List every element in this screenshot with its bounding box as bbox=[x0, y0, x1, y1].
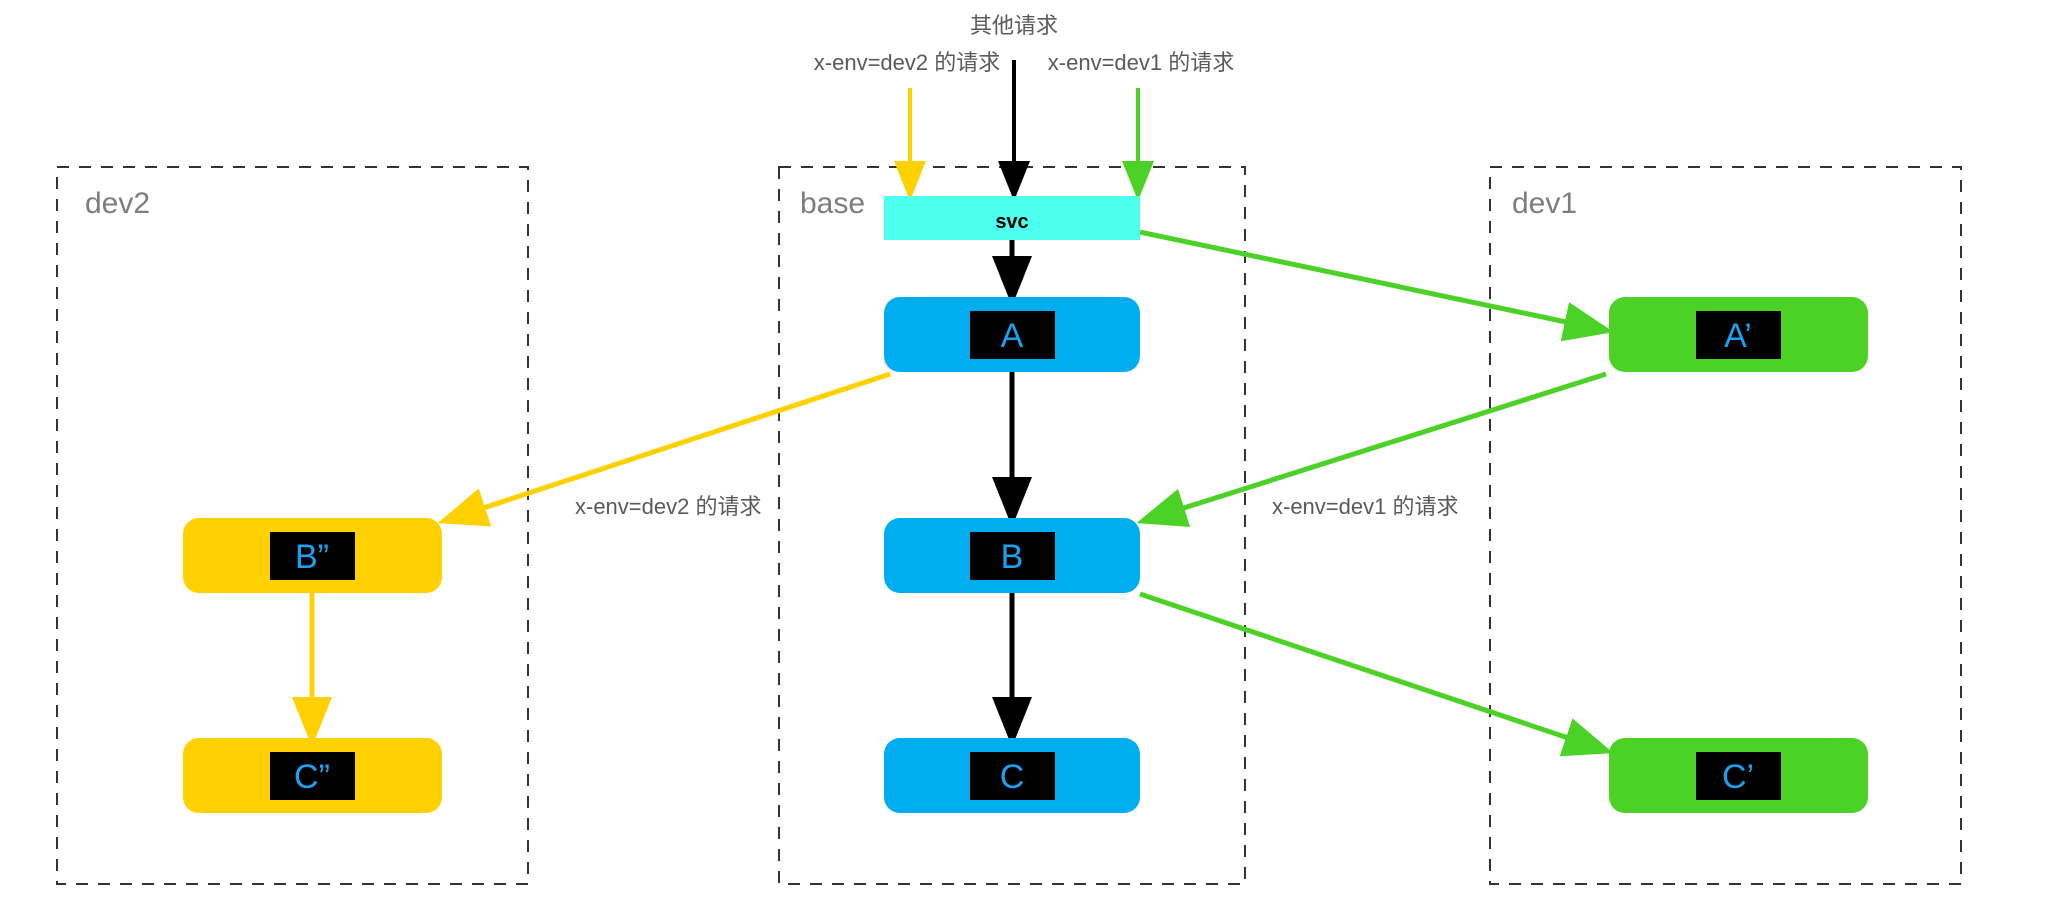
node-c-double-prime[interactable]: C” bbox=[183, 738, 442, 813]
node-a-label: A bbox=[1001, 317, 1024, 355]
env-container-dev1: dev1 bbox=[1489, 166, 1962, 885]
node-a[interactable]: A bbox=[884, 297, 1140, 372]
arrow-svc-to-a-prime bbox=[1139, 229, 1614, 342]
node-a-prime-chip bbox=[1696, 311, 1781, 359]
node-a-chip bbox=[970, 311, 1055, 359]
label-top-dev2-request: x-env=dev2 的请求 bbox=[814, 50, 1000, 75]
node-c[interactable]: C bbox=[884, 738, 1140, 813]
node-c-label: C bbox=[1000, 758, 1025, 796]
env-container-base: base bbox=[778, 166, 1246, 885]
node-c-prime-chip bbox=[1696, 752, 1781, 800]
node-b-label: B bbox=[1001, 538, 1024, 576]
node-b-chip bbox=[970, 532, 1055, 580]
svc-box[interactable] bbox=[884, 196, 1140, 240]
label-mid-dev1-request: x-env=dev1 的请求 bbox=[1272, 494, 1458, 519]
env-border-base bbox=[778, 166, 1246, 885]
node-c-prime[interactable]: C’ bbox=[1609, 738, 1868, 813]
arrow-b-to-c-prime bbox=[1139, 591, 1614, 757]
env-label-base: base bbox=[800, 187, 865, 220]
label-top-dev1-request: x-env=dev1 的请求 bbox=[1048, 50, 1234, 75]
node-a-prime[interactable]: A’ bbox=[1609, 297, 1868, 372]
env-label-dev1: dev1 bbox=[1512, 187, 1577, 220]
service-node-svc[interactable]: svc bbox=[884, 196, 1140, 240]
arrow-a-to-bpp bbox=[437, 371, 891, 527]
env-container-dev2: dev2 bbox=[56, 166, 529, 885]
label-other-request: 其他请求 bbox=[970, 13, 1058, 38]
svc-label: svc bbox=[995, 211, 1028, 233]
node-b-double-prime-label: B” bbox=[295, 538, 329, 576]
node-c-double-prime-label: C” bbox=[294, 758, 330, 796]
label-mid-dev2-request: x-env=dev2 的请求 bbox=[575, 494, 761, 519]
env-label-dev2: dev2 bbox=[85, 187, 150, 220]
node-c-double-prime-chip bbox=[270, 752, 355, 800]
node-b-double-prime-chip bbox=[270, 532, 355, 580]
node-a-prime-label: A’ bbox=[1724, 317, 1752, 355]
node-b-double-prime[interactable]: B” bbox=[183, 518, 442, 593]
node-c-prime-label: C’ bbox=[1722, 758, 1754, 796]
node-b[interactable]: B bbox=[884, 518, 1140, 593]
node-c-chip bbox=[970, 752, 1055, 800]
arrow-a-prime-to-b bbox=[1136, 371, 1607, 527]
